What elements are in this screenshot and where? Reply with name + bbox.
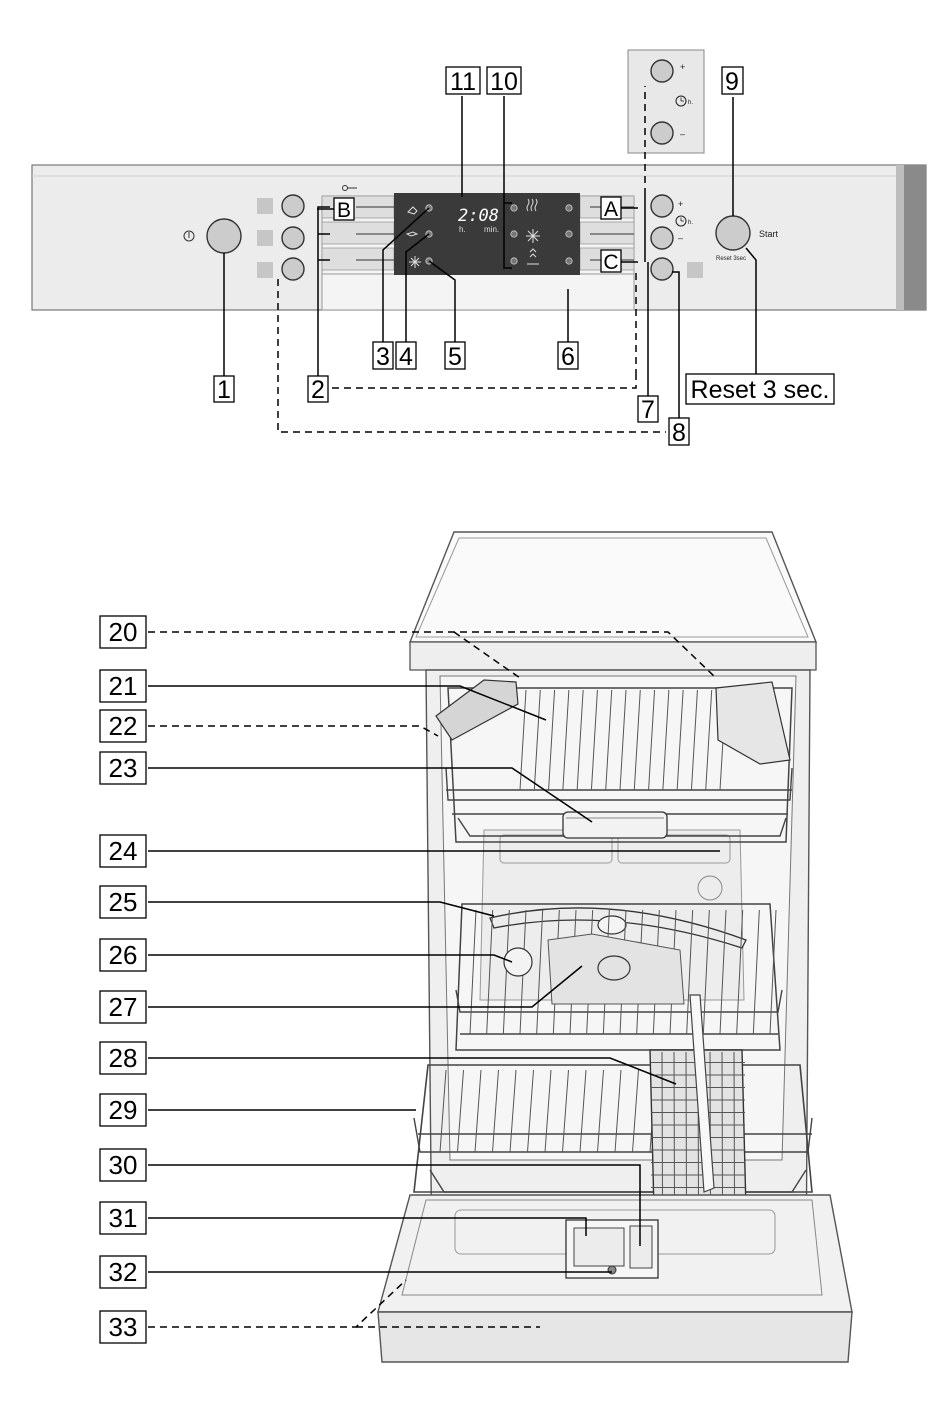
callout-5: 5 (448, 343, 462, 371)
callout-31: 31 (109, 1203, 138, 1233)
salt-container (504, 948, 532, 976)
option-button[interactable] (651, 258, 673, 280)
program-button[interactable] (282, 258, 304, 280)
timer-minus-label: – (678, 233, 683, 243)
shine-icon (526, 229, 540, 243)
program-button[interactable] (282, 227, 304, 249)
timer-minus-label: – (680, 129, 685, 139)
callout-27: 27 (109, 992, 138, 1022)
callout-29: 29 (109, 1095, 138, 1125)
callout-28: 28 (109, 1043, 138, 1073)
program-indicator (257, 262, 273, 278)
callout-32: 32 (109, 1257, 138, 1287)
callout-4: 4 (399, 343, 413, 371)
display-time: 2:08 (458, 206, 499, 226)
reset-small-label: Reset 3sec (716, 256, 746, 262)
timer-plus-button[interactable] (651, 60, 673, 82)
dishwasher (378, 532, 852, 1362)
display-unit-h: h. (459, 225, 466, 234)
timer-plus-label: + (678, 199, 683, 209)
callout-9: 9 (725, 68, 739, 96)
reset-callout: Reset 3 sec. (691, 376, 830, 404)
callout-23: 23 (109, 753, 138, 783)
main-switch-button[interactable] (207, 219, 241, 253)
callout-33: 33 (109, 1312, 138, 1342)
callout-7: 7 (641, 396, 655, 424)
callout-22: 22 (109, 711, 138, 741)
timer-plus-button[interactable] (651, 195, 673, 217)
callout-25: 25 (109, 887, 138, 917)
program-indicator (257, 230, 273, 246)
timer-plus-label: + (680, 62, 685, 72)
indicator-light (511, 258, 517, 264)
callout-20: 20 (109, 617, 138, 647)
callout-c: C (603, 251, 618, 274)
indicator-light (511, 231, 517, 237)
callout-26: 26 (109, 940, 138, 970)
indicator-light (566, 231, 572, 237)
option-indicator (687, 262, 703, 278)
program-button[interactable] (282, 195, 304, 217)
indicator-light (566, 258, 572, 264)
callout-3: 3 (376, 343, 390, 371)
small-item-holder (563, 812, 667, 838)
start-button[interactable] (716, 216, 750, 250)
callout-24: 24 (109, 836, 138, 866)
indicator-light (566, 205, 572, 211)
timer-minus-button[interactable] (651, 122, 673, 144)
callout-10: 10 (490, 68, 518, 96)
callout-1: 1 (217, 376, 231, 404)
indicator-light (511, 205, 517, 211)
timer-minus-button[interactable] (651, 227, 673, 249)
timer-unit-label: h. (688, 220, 693, 226)
callout-11: 11 (450, 68, 476, 96)
callout-b: B (337, 199, 351, 222)
start-label: Start (759, 229, 779, 239)
callout-a: A (604, 198, 618, 221)
display-unit-min: min. (484, 225, 499, 234)
worktop (410, 532, 816, 642)
program-indicator (257, 198, 273, 214)
timer-unit-label: h. (688, 100, 693, 106)
bottom-callouts: 20 21 22 23 24 25 26 27 28 29 30 31 32 33 (100, 616, 146, 1343)
callout-30: 30 (109, 1150, 138, 1180)
callout-6: 6 (561, 343, 575, 371)
callout-2: 2 (311, 376, 325, 404)
callout-8: 8 (672, 419, 686, 447)
callout-21: 21 (109, 671, 138, 701)
